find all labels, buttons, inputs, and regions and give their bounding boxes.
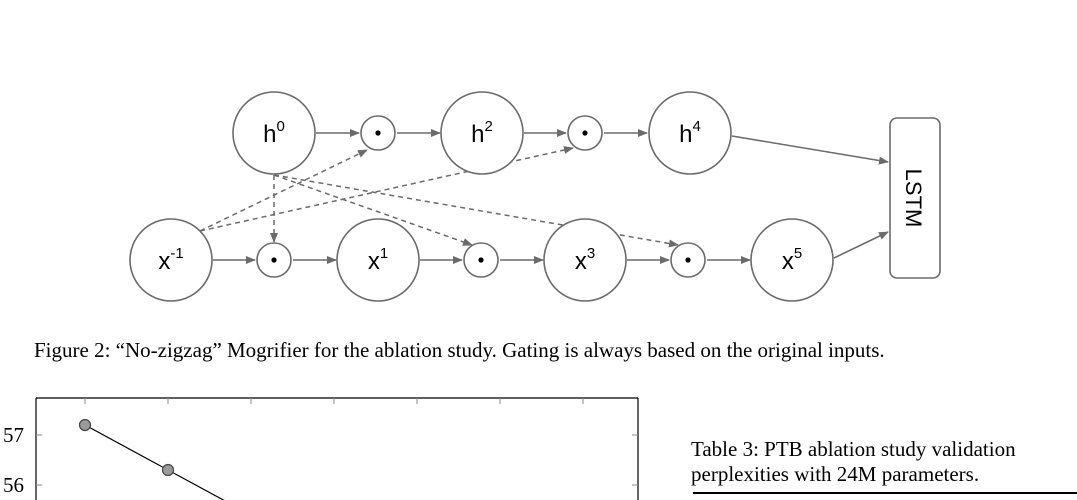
table-top-rule <box>693 492 1077 494</box>
y-tick-label-57: 57 <box>3 423 24 447</box>
gate-2-dot-icon <box>582 130 588 136</box>
label-x5: x5 <box>782 245 802 275</box>
node-h2 <box>440 91 524 175</box>
label-x1: x1 <box>368 245 388 275</box>
figure-caption: Figure 2: “No-zigzag” Mogrifier for the … <box>34 338 885 362</box>
label-x3: x3 <box>575 245 595 275</box>
table-caption: Table 3: PTB ablation study validation p… <box>691 437 1016 487</box>
gate-dots <box>271 130 691 263</box>
series-line <box>84 424 225 500</box>
lstm-box <box>889 117 941 279</box>
edge-h4-lstm <box>731 135 889 165</box>
plot-ticks <box>36 398 638 486</box>
y-tick-label-56: 56 <box>3 473 24 497</box>
gate-4-dot-icon <box>478 257 484 263</box>
gate-5-dot-icon <box>685 257 691 263</box>
large-nodes <box>129 91 834 302</box>
table-caption-line-1: Table 3: PTB ablation study validation <box>691 437 1016 461</box>
plot-frame <box>35 397 639 500</box>
edge-x5-lstm <box>833 231 889 259</box>
node-x5 <box>750 218 834 302</box>
node-x1 <box>336 218 420 302</box>
node-xm1 <box>129 218 213 302</box>
node-x3 <box>543 218 627 302</box>
label-h4: h4 <box>679 118 701 148</box>
label-xm1: x-1 <box>158 245 183 275</box>
label-h2: h2 <box>471 118 493 148</box>
mogrifier-diagram: h0 h2 h4 x-1 x1 x3 x5 LSTM <box>129 91 941 302</box>
node-h0 <box>232 91 316 175</box>
edge-xm1-gate1-dashed <box>199 149 368 232</box>
gate-3-dot-icon <box>271 257 277 263</box>
edge-h0-gate4-dashed <box>273 174 473 246</box>
data-point-1 <box>78 418 92 432</box>
node-h4 <box>648 91 732 175</box>
lstm-label: LSTM <box>901 169 926 228</box>
label-h0: h0 <box>263 118 285 148</box>
table-caption-line-2: perplexities with 24M parameters. <box>691 462 980 486</box>
data-point-2 <box>161 463 175 477</box>
perplexity-plot: 57 56 <box>3 397 639 500</box>
gate-1-dot-icon <box>375 130 381 136</box>
solid-edges <box>213 129 889 264</box>
